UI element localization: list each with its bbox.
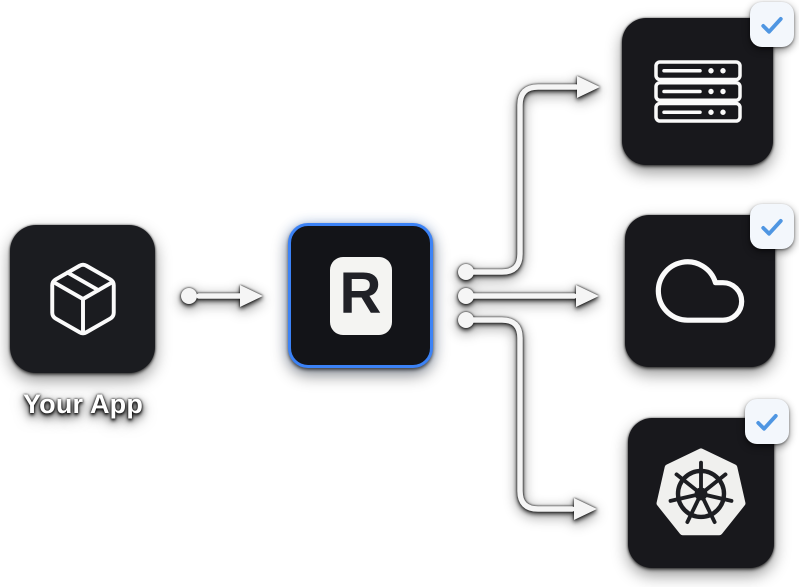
- branch-dot-bottom: [458, 312, 474, 328]
- arrowhead-right: [574, 498, 597, 520]
- r-logo-letter: R: [339, 261, 382, 326]
- connector-r-to-cloud: [471, 285, 599, 307]
- r-node: R: [288, 223, 433, 368]
- kubernetes-node: [628, 418, 774, 568]
- arrowhead-right: [240, 285, 263, 307]
- package-icon: [49, 262, 116, 336]
- connector-start-dot: [181, 288, 197, 304]
- check-icon: [756, 413, 778, 431]
- check-icon: [761, 218, 783, 236]
- your-app-node: [10, 225, 155, 373]
- cloud-checked-badge: [750, 204, 794, 249]
- server-node: [622, 18, 773, 165]
- connector-app-to-r: [181, 285, 263, 307]
- r-logo-tile: R: [329, 256, 392, 335]
- connector-r-to-kubernetes: [471, 317, 597, 520]
- cloud-icon: [655, 259, 745, 323]
- connector-r-to-server: [471, 76, 600, 275]
- kubernetes-checked-badge: [745, 399, 789, 444]
- server-checked-badge: [750, 2, 794, 47]
- check-icon: [761, 16, 783, 34]
- arrowhead-right: [576, 285, 599, 307]
- server-icon: [653, 60, 742, 123]
- arrowhead-right: [577, 76, 600, 98]
- branch-dot-middle: [458, 288, 474, 304]
- branch-dot-top: [458, 264, 474, 280]
- kubernetes-icon: [656, 448, 746, 536]
- your-app-label: Your App: [22, 389, 144, 419]
